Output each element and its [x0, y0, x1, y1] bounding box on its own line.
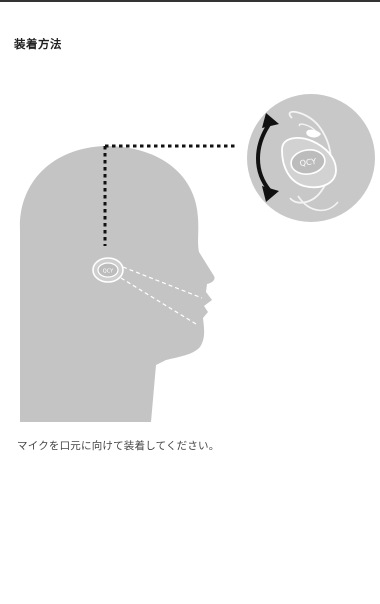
instruction-text: マイクを口元に向けて装着してください。 — [17, 440, 220, 452]
zoom-detail-circle: QCY — [247, 94, 375, 222]
page-title: 装着方法 — [14, 37, 62, 51]
head-silhouette — [19, 146, 215, 422]
earbud-logo-small: QCY — [103, 269, 114, 275]
top-divider — [0, 0, 380, 2]
rotation-arrow-icon — [256, 113, 279, 202]
mic-direction-line-lower — [120, 277, 197, 325]
mic-direction-line-upper — [122, 266, 203, 299]
earbud-logo-large: QCY — [299, 157, 317, 168]
earbud-on-head-icon: QCY — [92, 257, 124, 283]
wearing-illustration: QCY QCY — [19, 94, 375, 422]
